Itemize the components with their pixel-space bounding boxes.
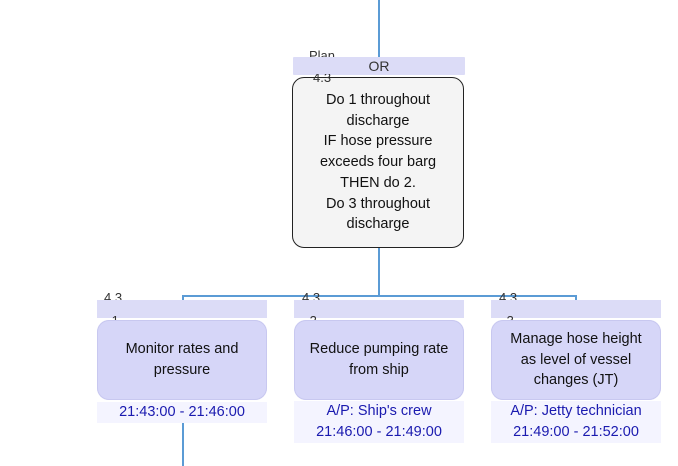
task-text: Manage hose height as level of vessel ch…: [510, 330, 642, 389]
task-id-top: 4.3: [104, 291, 123, 300]
task-id-strip: [97, 300, 267, 318]
task-id-strip: [294, 300, 464, 318]
task-time: 21:43:00 - 21:46:00: [119, 404, 245, 420]
plan-operator: OR: [293, 57, 465, 75]
task-id-strip: [491, 300, 661, 318]
connector-top: [378, 0, 380, 58]
task-box-monitor[interactable]: Monitor rates and pressure: [97, 320, 267, 400]
task-info: 21:43:00 - 21:46:00: [97, 402, 267, 423]
plan-text: Do 1 throughout discharge IF hose pressu…: [319, 91, 437, 233]
task-ap: A/P: Ship's crew: [326, 403, 432, 419]
task-ap: A/P: Jetty technician: [510, 403, 642, 419]
task-time: 21:46:00 - 21:49:00: [316, 424, 442, 440]
connector-horizontal: [182, 295, 576, 297]
task-box-reduce-pumping[interactable]: Reduce pumping rate from ship: [294, 320, 464, 400]
plan-box[interactable]: Do 1 throughout discharge IF hose pressu…: [292, 77, 464, 248]
task-id-top: 4.3: [499, 291, 518, 300]
task-time: 21:49:00 - 21:52:00: [513, 424, 639, 440]
plan-id: 4.3: [313, 74, 332, 82]
task-box-manage-hose[interactable]: Manage hose height as level of vessel ch…: [491, 320, 661, 400]
connector-task-3: [575, 295, 577, 301]
task-text: Monitor rates and pressure: [125, 341, 239, 378]
task-info: A/P: Ship's crew 21:46:00 - 21:49:00: [294, 401, 464, 443]
connector-task-1: [182, 295, 184, 301]
task-info: A/P: Jetty technician 21:49:00 - 21:52:0…: [491, 401, 661, 443]
plan-label: Plan: [309, 49, 336, 57]
task-text: Reduce pumping rate from ship: [309, 341, 449, 378]
connector-plan-down: [378, 248, 380, 296]
connector-bottom: [182, 423, 184, 466]
task-id-top: 4.3: [302, 291, 321, 300]
